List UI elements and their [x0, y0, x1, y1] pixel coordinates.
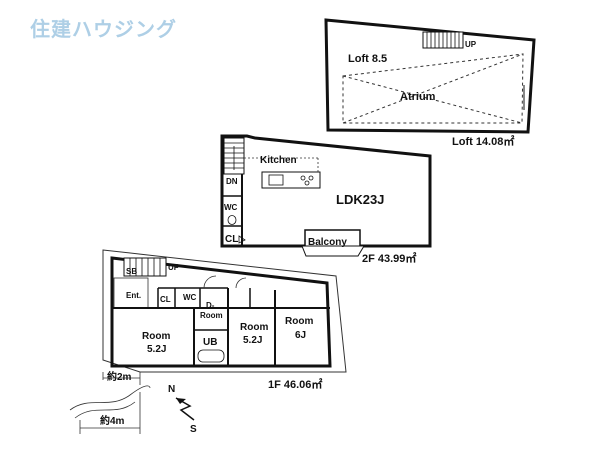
- first-floor-closet-label: CL: [160, 295, 171, 304]
- first-floor-outline: [110, 256, 332, 368]
- second-floor-area-label: 2F 43.99㎡: [362, 251, 416, 265]
- ldk-label: LDK23J: [336, 192, 384, 207]
- droom-label-line1: D-: [206, 301, 215, 310]
- second-floor-stair-icon: [223, 137, 245, 175]
- loft-area-label: Loft 14.08㎡: [452, 134, 514, 148]
- atrium-label: Atrium: [400, 91, 436, 103]
- entrance-label: Ent.: [126, 291, 141, 300]
- compass-south-label: S: [190, 424, 197, 435]
- room-b-name: Room: [240, 322, 268, 333]
- shoe-box-label: SB: [126, 267, 137, 276]
- bathtub-icon: [197, 349, 225, 363]
- bath-label: UB: [203, 337, 217, 348]
- room-c-size: 6J: [295, 330, 306, 341]
- road-curve: [69, 385, 151, 411]
- loft-stair-icon: [422, 31, 464, 49]
- room-c-name: Room: [285, 316, 313, 327]
- loft-room-label: Loft 8.5: [348, 53, 387, 65]
- second-floor: DN WC CL Kitchen LDK23J Balcony 2F 43.99…: [220, 134, 432, 265]
- atrium-diagonal-2: [342, 53, 524, 124]
- balcony-ledge: [301, 245, 365, 257]
- second-floor-stair-label: DN: [226, 177, 238, 186]
- watermark-logo: 住建ハウジング: [30, 17, 177, 41]
- sink-icon: [268, 174, 284, 186]
- compass-north-label: N: [168, 384, 175, 395]
- room-a-size: 5.2J: [147, 344, 166, 355]
- loft-outline: [324, 18, 536, 134]
- closet-door-icon: [238, 235, 246, 244]
- balcony-label: Balcony: [308, 237, 347, 248]
- second-floor-outline: [220, 134, 432, 248]
- compass-arrow: [175, 397, 195, 421]
- kitchen-label: Kitchen: [260, 155, 297, 166]
- room-a-name: Room: [142, 331, 170, 342]
- first-floor-stair-label: UP: [168, 263, 180, 272]
- loft-stair-label: UP: [465, 40, 477, 49]
- lot-boundary: [102, 249, 347, 373]
- road-width-2-label: 約4m: [100, 414, 125, 427]
- loft-floor: UP Loft 8.5 Atrium Loft 14.08㎡: [324, 18, 536, 148]
- first-floor-stair-icon: [123, 257, 167, 277]
- second-floor-wc-label: WC: [224, 203, 238, 212]
- first-floor: SB UP Ent. CL WC D- Room Room 5.2J UB Ro…: [102, 249, 347, 391]
- compass-icon: N S: [168, 384, 197, 435]
- atrium-void: [342, 53, 524, 124]
- road-width-1-label: 約2m: [107, 370, 132, 383]
- door-swing: [203, 275, 217, 289]
- toilet-icon: [227, 215, 237, 225]
- first-floor-wc-label: WC: [183, 293, 197, 302]
- stove-icon: [300, 175, 306, 181]
- first-floor-area-label: 1F 46.06㎡: [268, 377, 322, 391]
- second-floor-closet-label: CL: [225, 234, 238, 245]
- atrium-diagonal-1: [342, 75, 523, 124]
- droom-label-line2: Room: [200, 311, 223, 320]
- site-road: 約2m 約4m: [69, 370, 151, 434]
- room-b-size: 5.2J: [243, 335, 262, 346]
